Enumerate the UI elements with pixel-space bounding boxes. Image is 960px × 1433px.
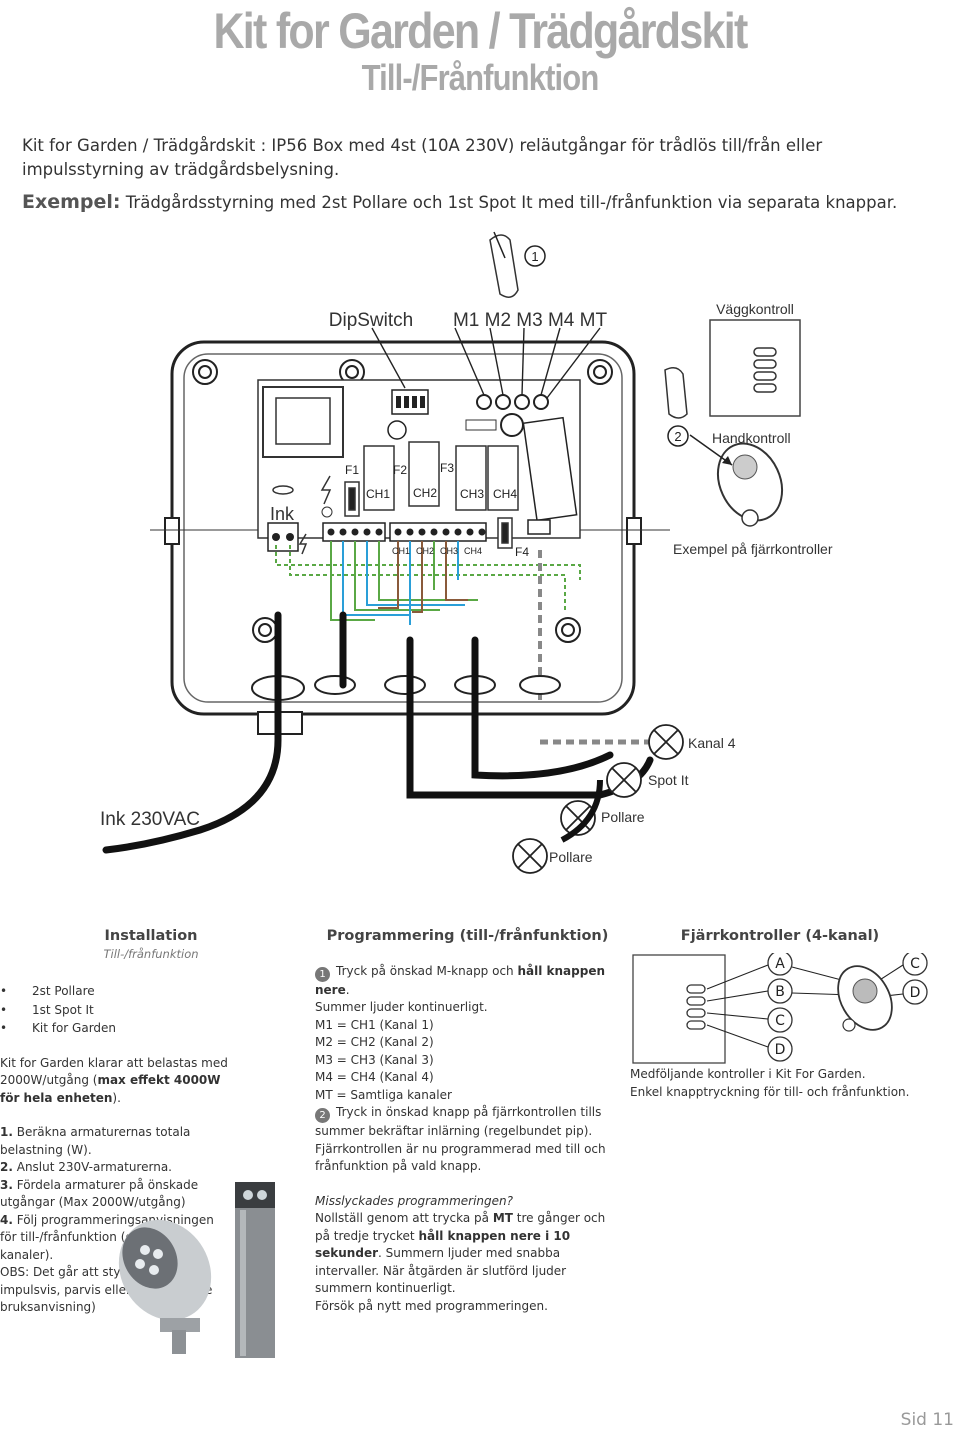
remotes-line: Medföljande kontroller i Kit For Garden.: [630, 1067, 866, 1081]
install-step: 2. Anslut 230V-armaturerna.: [0, 1160, 172, 1174]
ink-230-label: Ink 230VAC: [100, 809, 200, 830]
install-step: 3. Fördela armaturer på önskade utgångar…: [0, 1177, 199, 1210]
install-steps: 1. Beräkna armaturernas totala belastnin…: [0, 1124, 232, 1317]
pollare-label-1: Pollare: [601, 809, 645, 825]
terminal-block-pe: [322, 522, 386, 542]
install-step: 1. Beräkna armaturernas totala belastnin…: [0, 1125, 191, 1157]
list-item: 1st Spot It: [0, 1002, 232, 1020]
ink-label: Ink: [270, 504, 295, 524]
remote-label-a: A: [775, 956, 785, 972]
fuses: [344, 481, 513, 549]
programming-line: M3 = CH3 (Kanal 3): [315, 1052, 434, 1067]
fuse-label-f2: F2: [393, 463, 407, 477]
fail-text: Nollställ genom att trycka på MT tre gån…: [315, 1211, 606, 1295]
step1-badge: 1: [315, 966, 330, 982]
fail-heading: Misslyckades programmeringen?: [315, 1193, 513, 1208]
remote-label-d: D: [775, 1042, 786, 1058]
step2-circle: [667, 425, 689, 447]
pollare-label-2: Pollare: [549, 849, 593, 865]
product-photos: [118, 1182, 275, 1358]
corner-screws: [192, 359, 613, 643]
load-paragraph: Kit for Garden klarar att belastas med 2…: [0, 1055, 228, 1105]
programming-line: Summer ljuder kontinuerligt.: [315, 1000, 488, 1014]
hand-remote: [716, 442, 784, 527]
example-label: Exempel:: [22, 191, 121, 213]
fail-retry: Försök på nytt med programmeringen.: [315, 1298, 548, 1313]
lamp-symbols: [512, 724, 684, 874]
relays: [363, 441, 519, 511]
m-buttons-label: M1 M2 M3 M4 MT: [453, 310, 608, 331]
hand-control-label: Handkontroll: [712, 430, 791, 446]
remotes-column: Fjärrkontroller (4-kanal): [630, 928, 930, 946]
programming-line: M1 = CH1 (Kanal 1): [315, 1017, 434, 1032]
remotes-text: Medföljande kontroller i Kit For Garden.…: [630, 1066, 930, 1101]
step2-badge: 2: [315, 1108, 330, 1123]
fuse-label-f4: F4: [515, 545, 529, 559]
buzzer: [500, 413, 524, 437]
page-title: Kit for Garden / Trädgårdskit: [213, 3, 748, 59]
remotes-heading: Fjärrkontroller (4-kanal): [680, 928, 880, 944]
remotes-line: Enkel knapptryckning för till- och frånf…: [630, 1084, 910, 1099]
remote-example-label: Exempel på fjärrkontroller: [673, 541, 833, 557]
installation-list: 2st Pollare 1st Spot It Kit for Garden: [0, 983, 232, 1038]
relay-label-ch1: CH1: [366, 487, 390, 501]
remote-label-c: C: [775, 1013, 785, 1029]
example-line: Exempel: Trädgårdsstyrning med 2st Polla…: [22, 191, 922, 213]
step1-num: 1: [531, 249, 538, 264]
programming-heading: Programmering (till-/frånfunktion): [326, 928, 609, 944]
fuse-label-f1: F1: [345, 463, 359, 477]
programming-line: M4 = CH4 (Kanal 4): [315, 1070, 434, 1084]
dipswitch-label: DipSwitch: [329, 310, 413, 331]
spot-it-label: Spot It: [648, 772, 689, 788]
page-subtitle: Till-/Frånfunktion: [361, 57, 600, 98]
relay-label-ch2: CH2: [413, 486, 437, 500]
kanal4-label: Kanal 4: [688, 735, 736, 751]
list-item: 2st Pollare: [0, 983, 232, 1001]
terminal-label-ch3: CH3: [440, 546, 458, 556]
step2-num: 2: [674, 429, 681, 444]
remote-label-c-right: C: [910, 956, 920, 972]
wall-remote: [632, 954, 726, 1064]
programming-line: MT = Samtliga kanaler: [315, 1087, 452, 1102]
installation-heading: Installation: [104, 928, 198, 944]
radio-module: [522, 416, 578, 522]
step1-circle: [524, 245, 546, 267]
spot-lamp-image: [118, 1219, 212, 1354]
terminal-block-ink: [267, 522, 299, 552]
wiring-diagram: 1 2 DipSwitch M1 M2 M3 M4 MT Väggkontrol…: [100, 231, 833, 874]
terminal-block-outputs: [389, 522, 487, 542]
wall-control-label: Väggkontroll: [716, 301, 794, 317]
keyfob-remote: [837, 965, 893, 1032]
installation-subheading: Till-/frånfunktion: [103, 946, 199, 961]
terminal-label-ch2: CH2: [416, 546, 434, 556]
fuse-label-f3: F3: [440, 461, 454, 475]
installation-body: 2st Pollare 1st Spot It Kit for Garden K…: [0, 983, 232, 1317]
remote-label-b: B: [775, 984, 785, 1000]
pointer-lines: [371, 327, 601, 399]
wall-control: [709, 319, 801, 417]
example-text: Trädgårdsstyrning med 2st Pollare och 1s…: [120, 193, 898, 212]
list-item: Kit for Garden: [0, 1020, 232, 1038]
intro-text: Kit for Garden / Trädgårdskit : IP56 Box…: [22, 136, 823, 179]
m-buttons: [476, 394, 549, 410]
programming-line: M2 = CH2 (Kanal 2): [315, 1035, 434, 1049]
remote-label-d-right: D: [910, 985, 921, 1001]
remotes-diagram: A B C D C D: [632, 953, 928, 1064]
terminal-label-ch4: CH4: [464, 546, 482, 556]
terminal-label-ch1: CH1: [392, 546, 410, 556]
relay-label-ch4: CH4: [493, 487, 517, 501]
page-number: Sid 11: [900, 1410, 954, 1430]
installation-column: Installation Till-/frånfunktion: [0, 928, 240, 963]
relay-label-ch3: CH3: [460, 487, 484, 501]
